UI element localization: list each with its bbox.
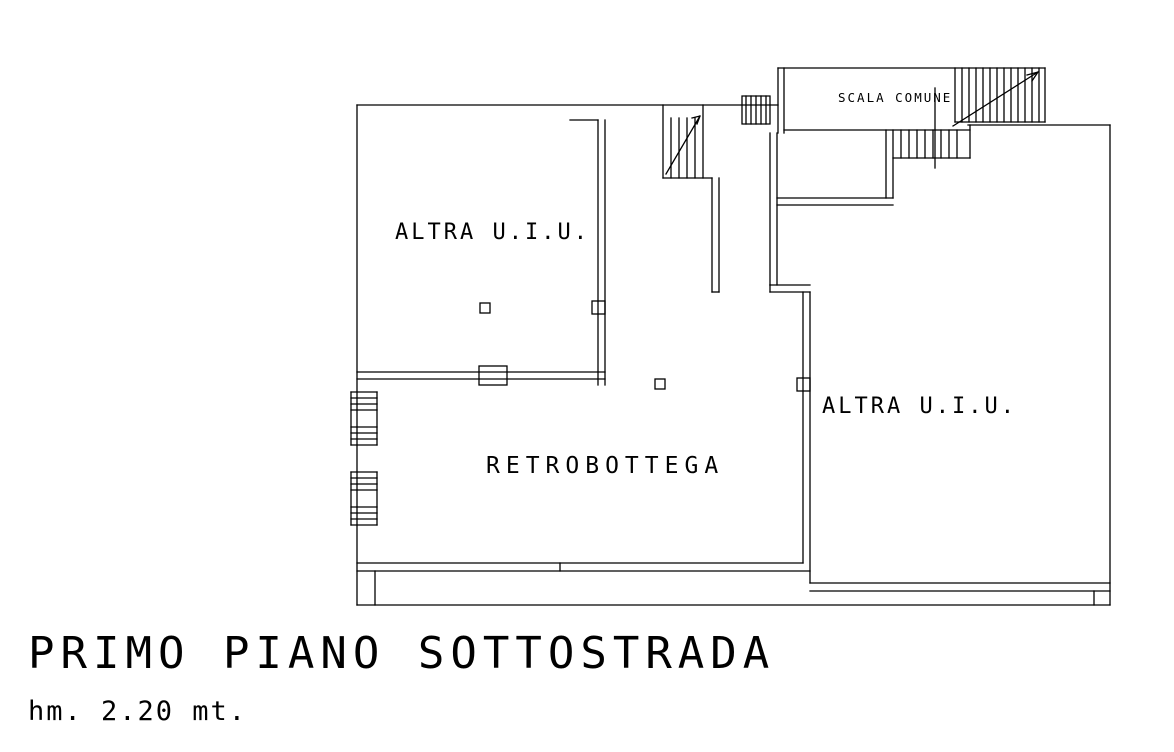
- column-marker: [591, 300, 606, 315]
- window-symbol-left-upper: [350, 391, 378, 446]
- corridor-walls: [711, 132, 811, 293]
- column-markers: [479, 300, 811, 392]
- plan-title: PRIMO PIANO SOTTOSTRADA: [28, 628, 776, 679]
- small-stair: [662, 104, 713, 179]
- left-room-walls: [356, 119, 606, 386]
- door-threshold: [478, 365, 508, 386]
- bottom-walls: [356, 562, 1111, 606]
- landing-walls: [776, 129, 894, 206]
- column-marker: [479, 302, 491, 314]
- common-stair: [777, 67, 1046, 134]
- column-marker: [654, 378, 666, 390]
- stair-treads-lower: [900, 129, 958, 159]
- plan-height-note: hm. 2.20 mt.: [28, 696, 248, 727]
- window-symbol-left-lower: [350, 471, 378, 526]
- small-stair-arrow: [665, 115, 701, 175]
- divider-wall: [802, 291, 811, 584]
- lower-stair-flight: [892, 87, 971, 169]
- column-marker: [796, 377, 811, 392]
- window-symbol-top: [741, 95, 771, 125]
- stair-treads-small: [670, 117, 696, 179]
- room-label-altra-uiu-right: ALTRA U.I.U.: [822, 394, 1017, 419]
- room-label-altra-uiu-left: ALTRA U.I.U.: [395, 220, 590, 245]
- outer-walls: [356, 104, 1111, 606]
- room-label-retrobottega: RETROBOTTEGA: [486, 453, 725, 479]
- stair-label: SCALA COMUNE: [838, 90, 953, 105]
- stair-direction-arrow: [952, 71, 1039, 127]
- stair-treads-upper: [961, 67, 1040, 123]
